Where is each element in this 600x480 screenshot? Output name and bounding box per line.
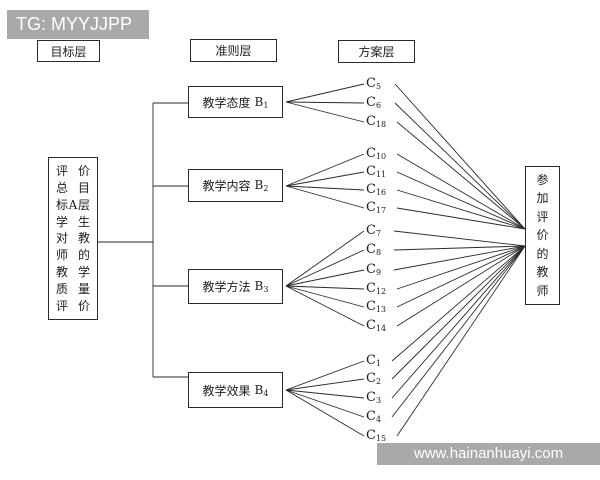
alternative-node-c16: C16 [366,182,387,197]
source-tag-bar: TG: MYYJJPP [7,10,149,39]
alternative-node-c17: C17 [366,200,387,215]
alternative-node-c11: C11 [366,164,387,179]
alternative-node-c9: C9 [366,262,382,277]
alternative-node-c10: C10 [366,146,387,161]
layer-label-goal: 目标层 [37,40,100,62]
goal-box-row: 师的 [56,248,90,263]
alternative-node-c2: C2 [366,371,382,386]
goal-box-row: 评价 [56,298,90,313]
alternative-node-c18: C18 [366,114,387,129]
alternative-node-c7: C7 [366,223,382,238]
watermark-bar: www.hainanhuayi.com [377,443,600,465]
alternative-node-c3: C3 [366,390,382,405]
alternative-node-c4: C4 [366,409,382,424]
alternative-node-c12: C12 [366,281,387,296]
alternative-node-c1: C1 [366,353,382,368]
alternative-node-c14: C14 [366,318,387,333]
goal-box-row: 质量 [56,281,90,296]
layer-label-alternatives: 方案层 [338,40,415,63]
goal-box-row: 对教 [56,231,90,246]
alternative-node-c8: C8 [366,242,382,257]
goal-box-row: 教学 [56,264,90,279]
goal-box-row: 评价 [56,164,90,179]
goal-box-row: 总目 [56,181,90,196]
layer-label-criteria: 准则层 [190,39,277,62]
alternative-node-c6: C6 [366,95,382,110]
alternative-node-c15: C15 [366,428,387,443]
alternative-node-c13: C13 [366,299,387,314]
result-box-text: 参加评价的教师 [536,172,549,298]
result-box: 参加评价的教师 [525,166,560,305]
goal-box-row: 学生 [56,214,90,229]
alternative-node-c5: C5 [366,76,382,91]
